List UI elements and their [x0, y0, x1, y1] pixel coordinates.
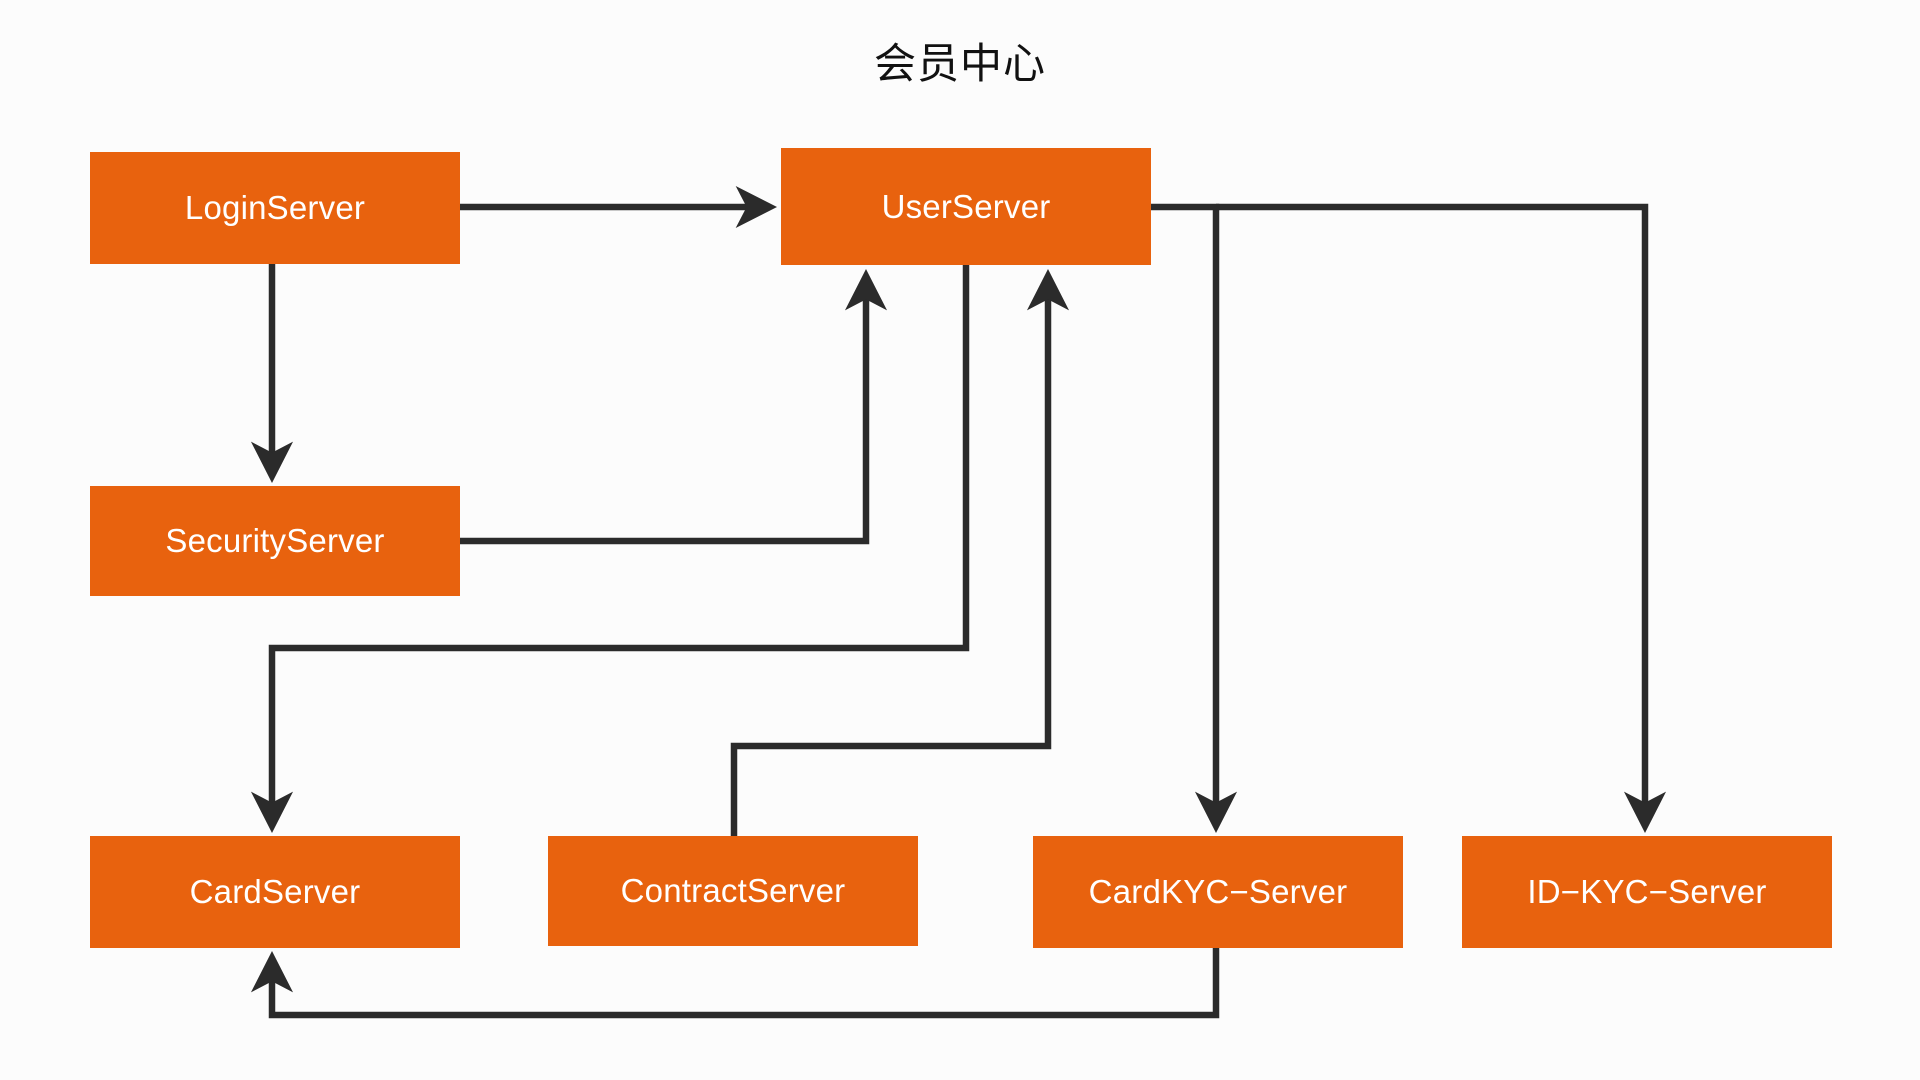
edge-user-to-card [250, 265, 970, 834]
node-label: SecurityServer [165, 522, 385, 559]
node-contract-server[interactable]: ContractServer [548, 836, 918, 946]
node-cardkyc-server[interactable]: CardKYC−Server [1033, 836, 1403, 948]
node-label: UserServer [881, 187, 1051, 225]
node-label: ContractServer [620, 872, 846, 909]
edge-contract-to-user [730, 268, 1070, 836]
edge-user-to-idkyc [1216, 203, 1667, 834]
page-title: 会员中心 [873, 39, 1046, 88]
edge-security-to-user [460, 268, 888, 545]
node-label: CardServer [189, 873, 361, 910]
node-user-server[interactable]: UserServer [781, 148, 1151, 265]
edge-cardkyc-to-card [250, 948, 1220, 1019]
edge-user-to-cardkyc [1151, 203, 1238, 834]
node-security-server[interactable]: SecurityServer [90, 486, 460, 596]
node-card-server[interactable]: CardServer [90, 836, 460, 948]
node-label: LoginServer [184, 189, 366, 226]
node-idkyc-server[interactable]: ID−KYC−Server [1462, 836, 1832, 948]
node-label: ID−KYC−Server [1527, 873, 1767, 910]
node-label: CardKYC−Server [1088, 873, 1348, 910]
node-login-server[interactable]: LoginServer [90, 152, 460, 264]
